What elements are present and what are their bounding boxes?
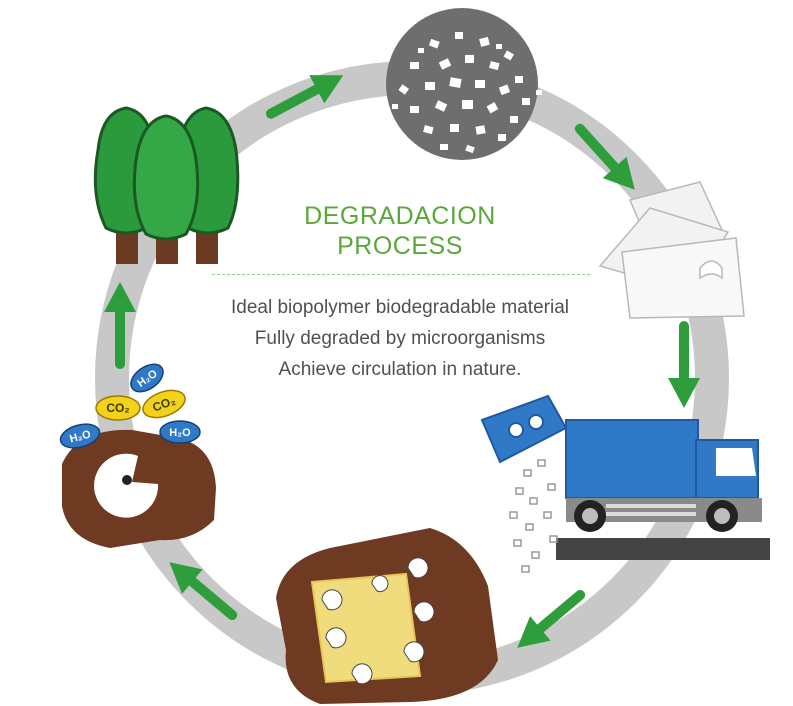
- h2o-label: H₂O: [169, 427, 191, 439]
- h2o-label: H₂O: [68, 428, 92, 445]
- plastic-pellets-disc: [386, 8, 542, 160]
- arrow-compost-to-soil: [169, 562, 238, 620]
- compost-soil-patch: [276, 528, 498, 704]
- microorganism-group: [321, 557, 435, 685]
- garbage-truck: [480, 394, 770, 573]
- molecule-co2-right: CO₂: [142, 389, 186, 419]
- title-line-2: PROCESS: [337, 232, 463, 260]
- title-line-1: DEGRADACION: [304, 202, 496, 230]
- description-line-3: Achieve circulation in nature.: [278, 359, 522, 380]
- cycle-arrows: [104, 75, 700, 648]
- arrow-trees-to-pellets: [265, 75, 344, 119]
- description-line-1: Ideal biopolymer biodegradable material: [231, 297, 569, 318]
- title-divider: [212, 274, 590, 275]
- arrow-soil-to-trees: [104, 282, 136, 369]
- molecule-h2o-left: H₂O: [59, 423, 101, 449]
- description-line-2: Fully degraded by microorganisms: [254, 328, 546, 349]
- molecule-h2o-right: H₂O: [159, 420, 201, 444]
- microorganism-icon: [94, 453, 159, 518]
- arrow-bags-to-truck: [668, 321, 700, 408]
- arrow-pellets-to-bags: [574, 123, 635, 190]
- arrow-truck-to-compost: [517, 590, 586, 648]
- trees-group: [93, 106, 240, 264]
- soil-with-microorganism: [62, 429, 216, 548]
- co2-label: CO₂: [106, 401, 129, 415]
- molecule-co2-left: CO₂: [95, 395, 141, 421]
- molecule-h2o-top: H₂O: [130, 363, 164, 393]
- biodegradable-bags: [598, 181, 745, 319]
